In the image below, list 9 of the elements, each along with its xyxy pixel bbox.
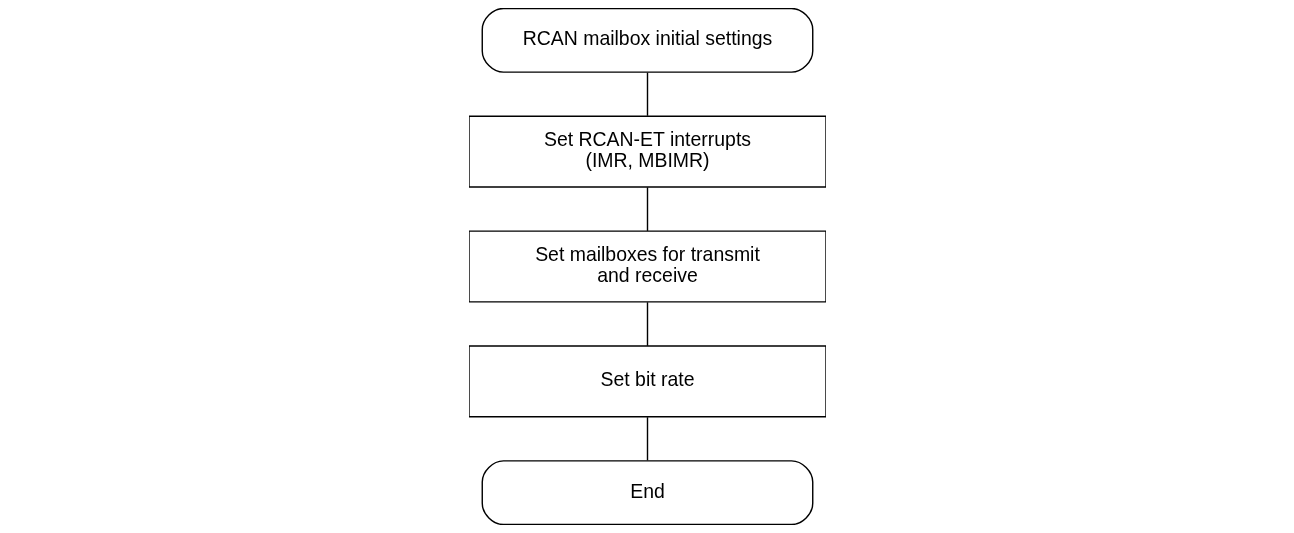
connector bbox=[646, 301, 648, 347]
node-box: Set mailboxes for transmit and receive bbox=[468, 230, 826, 303]
node-box: Set RCAN-ET interrupts (IMR, MBIMR) bbox=[468, 115, 826, 188]
connector bbox=[646, 416, 648, 462]
connector bbox=[646, 71, 648, 117]
node-box: End bbox=[481, 460, 813, 525]
node-box: Set bit rate bbox=[468, 345, 826, 418]
node-box: RCAN mailbox initial settings bbox=[481, 8, 813, 73]
connector bbox=[646, 186, 648, 232]
